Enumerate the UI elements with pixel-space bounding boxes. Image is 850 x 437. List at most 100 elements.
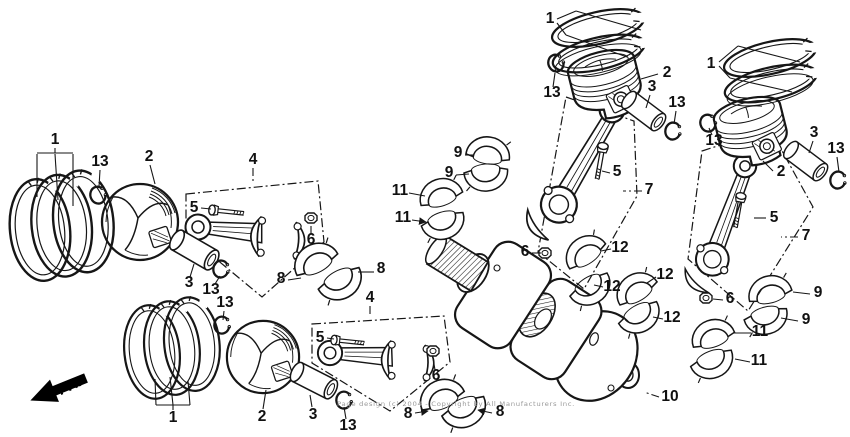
part-label-12: 12 [611,239,628,256]
callout-part-13: 13 [339,406,357,434]
rod-bearing-shell-8 [437,388,494,436]
main-bearing-shell-9 [743,270,795,310]
leader-line [189,263,195,278]
connecting-rod-right [681,147,759,299]
leader-line [643,391,660,398]
leader-line [149,164,156,185]
callout-part-6: 6 [521,243,541,260]
part-label-7: 7 [645,181,654,198]
part-label-3: 3 [309,406,318,423]
callout-part-13: 13 [91,153,109,188]
pin-circlip [827,169,849,192]
leader-line [762,160,774,172]
piston-pin-left-bottom [286,359,342,402]
leader-line [414,408,429,416]
part-label-5: 5 [613,163,622,180]
callout-part-7: 7 [781,227,810,244]
part-label-9: 9 [802,311,811,328]
part-label-2: 2 [663,64,672,81]
part-label-6: 6 [726,290,735,307]
leader-line [262,389,267,410]
callout-part-8: 8 [277,270,302,287]
part-label-12: 12 [603,278,620,295]
callout-part-12: 12 [646,266,674,284]
callout-part-13: 13 [543,72,561,101]
main-bearing-shell-11 [414,172,466,213]
callout-part-2: 2 [640,64,672,81]
part-label-11: 11 [395,209,412,226]
part-label-13: 13 [827,140,845,157]
callout-part-9: 9 [780,311,811,328]
leader-line [836,156,840,173]
part-label-4: 4 [249,151,258,168]
leader-line [712,298,724,301]
callout-part-2: 2 [762,160,786,180]
part-label-4: 4 [366,289,375,306]
leader-line [718,45,739,63]
callout-part-13: 13 [668,94,686,125]
leader-line [287,277,302,281]
pin-circlip [662,120,684,143]
part-label-13: 13 [705,132,723,149]
callout-part-5: 5 [754,209,779,226]
leader-line [556,22,567,36]
rod-nut-left-top [304,212,318,224]
callout-part-13: 13 [216,294,234,321]
callout-part-6: 6 [712,290,735,307]
part-label-8: 8 [277,270,286,287]
callout-part-1: 1 [36,131,74,206]
leader-line [575,10,642,31]
part-label-2: 2 [145,148,154,165]
leader-line [54,153,59,201]
callout-part-8: 8 [477,403,505,420]
part-label-8: 8 [404,405,413,422]
leader-line [477,407,493,416]
part-label-9: 9 [445,164,454,181]
conrod-assembly-box-left-bottom [311,315,451,412]
leader-line [792,291,811,295]
piston-ring-set-right [716,31,830,113]
leader-line [708,127,713,136]
part-label-11: 11 [392,182,409,199]
callout-part-11: 11 [734,323,769,340]
leader-line [600,248,612,252]
part-label-1: 1 [546,10,555,27]
part-label-6: 6 [307,231,316,248]
callout-part-6: 6 [307,226,316,248]
callout-part-9: 9 [454,144,473,161]
part-label-6: 6 [521,243,530,260]
leader-line [734,358,751,363]
part-label-1: 1 [169,409,178,426]
leader-line [432,357,436,371]
leader-line [98,169,101,188]
part-label-12: 12 [656,266,673,283]
leader-line [729,77,793,93]
part-label-5: 5 [316,329,325,346]
callout-part-13: 13 [705,127,723,149]
rod-bearing-shell-8 [313,260,370,309]
part-label-1: 1 [51,131,60,148]
piston-pin-center [618,88,670,135]
callout-part-11: 11 [734,352,768,369]
callout-part-7: 7 [623,181,653,198]
leader-line [640,73,659,80]
callout-part-3: 3 [185,263,195,291]
main-bearing-shell-11 [418,205,470,246]
part-label-13: 13 [543,84,561,101]
leader-line [565,34,628,58]
part-label-7: 7 [802,227,811,244]
callout-part-11: 11 [392,182,426,199]
callout-part-2: 2 [145,148,156,185]
part-label-2: 2 [777,163,786,180]
leader-line [200,207,212,210]
main-bearing-shell-11 [687,342,740,386]
leader-line [808,140,814,154]
part-label-5: 5 [190,199,199,216]
watermark-text: Page design (c) 2004 - Copyright by All … [337,400,575,408]
callout-part-3: 3 [808,124,819,154]
rod-nut-right [699,292,713,304]
leader-line [646,276,657,284]
callout-part-13: 13 [827,140,845,173]
callout-part-5: 5 [601,163,622,180]
leader-line [169,376,174,406]
